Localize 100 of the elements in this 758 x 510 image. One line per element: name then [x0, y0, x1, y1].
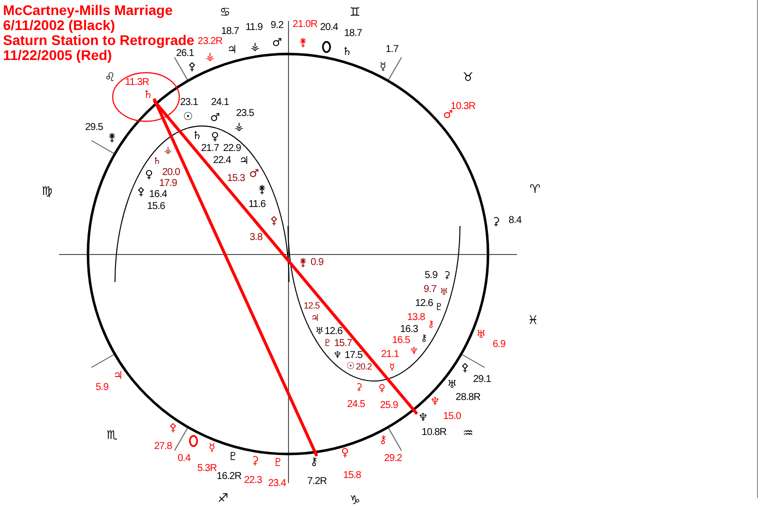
planet-symbol: ⚷	[378, 434, 388, 446]
planet-symbol: ⚵	[106, 132, 118, 144]
planet-symbol: ♆	[332, 351, 342, 361]
degree-label: 5.9	[424, 271, 438, 281]
planet-symbol: ♄	[191, 130, 203, 142]
planet-symbol: ♀	[144, 169, 154, 181]
planet-symbol: ⚳	[250, 455, 260, 467]
planet-symbol: ⚷	[420, 334, 428, 344]
planet-symbol: ♂	[209, 112, 221, 124]
planet-symbol: ♇	[434, 303, 444, 313]
degree-label: 22.3	[244, 476, 262, 486]
degree-label: 22.4	[213, 156, 231, 166]
degree-label: 20.0	[162, 168, 180, 178]
zodiac-sign: ♉	[462, 70, 474, 84]
planet-symbol: ♅	[439, 288, 449, 298]
degree-label: 21.0R	[292, 20, 318, 30]
degree-label: 23.1	[180, 98, 198, 108]
planet-symbol: ♄	[142, 89, 154, 101]
subtitle-text: 11/22/2005 (Red)	[3, 48, 112, 64]
degree-label: 24.5	[347, 400, 365, 410]
planet-symbol: ☿	[378, 61, 388, 73]
planet-symbol: ♅	[475, 329, 487, 341]
degree-label: 26.1	[176, 49, 194, 59]
planet-symbol: ☉	[182, 111, 194, 123]
degree-label: 15.7	[334, 339, 352, 349]
zodiac-sign: ♊	[348, 5, 362, 19]
planet-symbol: ♇	[272, 457, 284, 469]
zodiac-sign: ♈	[528, 182, 542, 196]
degree-label: 17.5	[344, 351, 362, 361]
zodiac-sign: ♐	[216, 491, 230, 505]
degree-label: 15.8	[343, 471, 361, 481]
chart-title: McCartney-Mills Marriage	[3, 2, 173, 18]
degree-label: 3.8	[250, 233, 262, 243]
degree-label: 12.6	[324, 327, 342, 337]
degree-label: 9.2	[270, 21, 284, 31]
degree-label: 16.4	[149, 190, 167, 200]
degree-label: 29.5	[85, 123, 103, 133]
degree-label: 17.9	[159, 179, 177, 189]
planet-symbol: ♂	[248, 168, 260, 180]
degree-label: 18.7	[221, 27, 239, 37]
planet-symbol: ☉	[346, 362, 356, 372]
planet-symbol: ⚴	[136, 186, 146, 198]
zodiac-sign: ♌	[104, 70, 116, 84]
degree-label: 5.3R	[197, 464, 217, 474]
zodiac-sign: ♓	[526, 313, 540, 327]
zodiac-sign: ♋	[218, 5, 232, 19]
degree-label: 15.0	[443, 412, 461, 422]
zodiac-sign: ♑	[348, 493, 362, 507]
degree-label: 11.6	[248, 200, 266, 210]
degree-label: 23.5	[236, 109, 254, 119]
planet-symbol: ⚶	[204, 51, 216, 63]
planet-symbol: ⚷	[308, 456, 320, 468]
degree-label: 27.8	[154, 442, 172, 452]
planet-symbol: ⚴	[460, 362, 470, 374]
planet-symbol: ⚳	[354, 383, 364, 393]
planet-symbol: ♀	[210, 131, 220, 143]
degree-label: 28.8R	[456, 393, 480, 403]
planet-symbol: ♀	[340, 447, 350, 459]
degree-label: 5.9	[96, 383, 108, 393]
degree-label: 6.9	[492, 340, 506, 350]
planet-symbol: ♇	[322, 339, 332, 349]
planet-symbol: ⚵	[298, 37, 308, 49]
planet-symbol: ☿	[208, 442, 216, 454]
connector-line	[152, 98, 318, 457]
degree-label: 10.8R	[422, 428, 446, 438]
degree-label: 11.3R	[125, 78, 149, 88]
planet-symbol: ☿	[388, 363, 396, 373]
degree-label: 15.3	[227, 174, 245, 184]
planet-symbol: ⚴	[268, 215, 280, 227]
planet-symbol: ♆	[409, 347, 419, 357]
planet-symbol: ♃	[310, 314, 320, 324]
planet-symbol: ⚴	[168, 422, 178, 434]
degree-label: 20.4	[320, 23, 338, 33]
planet-symbol: ⚴	[186, 61, 198, 73]
zodiac-sign: ♒	[462, 426, 474, 440]
planet-symbol: ♀	[378, 384, 386, 394]
degree-label: 18.7	[344, 29, 362, 39]
planet-symbol: ⚳	[442, 271, 452, 281]
highlight-ellipse	[112, 72, 180, 122]
planet-symbol: ♃	[238, 155, 250, 167]
degree-label: 12.6	[415, 299, 433, 309]
degree-label: 8.4	[508, 216, 522, 226]
planet-symbol: ♅	[446, 379, 458, 391]
planet-symbol: ⚳	[490, 216, 502, 228]
degree-label: 12.5	[304, 302, 320, 310]
planet-symbol: ⚵	[298, 257, 308, 269]
planet-symbol: ♆	[429, 396, 441, 408]
degree-label: 24.1	[211, 98, 229, 108]
planet-symbol: ⚶	[163, 146, 173, 156]
degree-label: 16.5	[392, 336, 410, 346]
degree-label: 23.4	[268, 479, 286, 489]
planet-symbol: ♇	[227, 451, 239, 463]
planet-symbol: ♃	[226, 44, 238, 56]
degree-label: 21.7	[201, 144, 219, 154]
degree-label: 0.9	[310, 258, 324, 268]
degree-label: 23.2R	[198, 37, 222, 47]
degree-label: 21.1	[381, 350, 399, 360]
zodiac-sign: ♏	[106, 428, 118, 442]
degree-label: 16.3	[400, 325, 418, 335]
zodiac-sign: ♍	[40, 184, 54, 198]
